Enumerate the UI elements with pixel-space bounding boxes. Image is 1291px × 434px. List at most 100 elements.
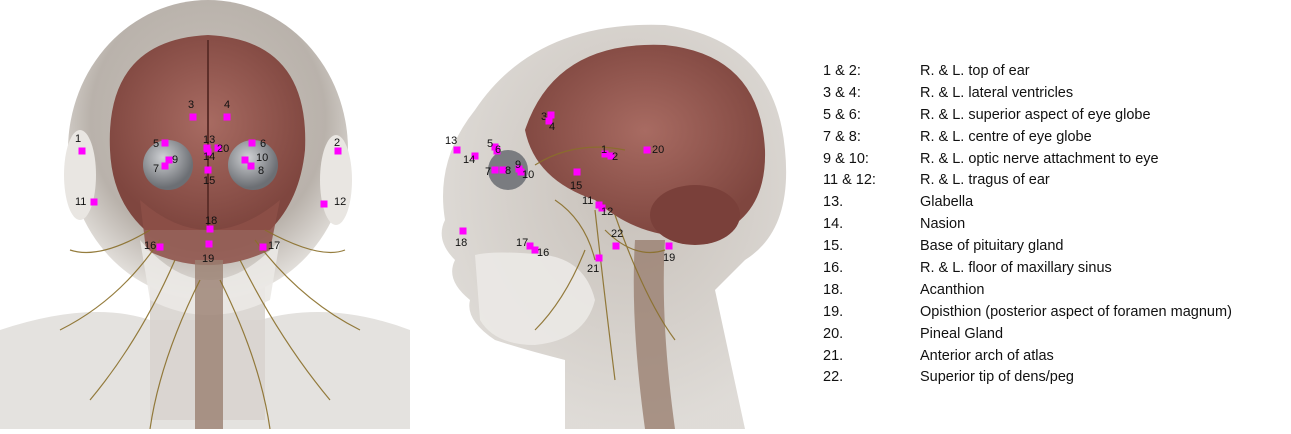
legend-row: 9 & 10:R. & L. optic nerve attachment to… — [823, 148, 1288, 170]
landmark-number: 8 — [505, 165, 511, 177]
legend-number: 11 & 12: — [823, 172, 876, 189]
landmark-number: 4 — [224, 99, 230, 111]
legend-description: R. & L. optic nerve attachment to eye — [920, 150, 1159, 167]
legend-description: Glabella — [920, 194, 974, 211]
legend-number: 1 & 2: — [823, 62, 861, 79]
landmark-number: 21 — [587, 263, 599, 275]
spine — [195, 260, 223, 429]
legend-row: 20. Pineal Gland — [823, 323, 1288, 345]
legend-number: 7 & 8: — [823, 128, 861, 145]
landmark-marker — [247, 162, 255, 170]
legend-number: 13. — [823, 194, 844, 211]
landmark-marker — [491, 166, 499, 174]
landmark-number: 14 — [463, 154, 475, 166]
landmark-number: 16 — [144, 240, 156, 252]
eye-globe — [488, 150, 528, 190]
legend-number: 18. — [823, 281, 844, 298]
landmark-marker — [161, 162, 169, 170]
legend-description: Superior tip of dens/peg — [920, 369, 1074, 386]
right-ear — [64, 130, 96, 220]
landmark-marker — [547, 111, 555, 119]
landmark-number: 16 — [537, 247, 549, 259]
legend-row: 7 & 8: R. & L. centre of eye globe — [823, 126, 1288, 148]
landmark-marker — [531, 246, 539, 254]
jaw — [475, 252, 595, 345]
legend-row: 19.Opisthion (posterior aspect of forame… — [823, 301, 1288, 323]
legend-row: 15. Base of pituitary gland — [823, 235, 1288, 257]
legend-row: 18. Acanthion — [823, 279, 1288, 301]
landmark-number: 1 — [601, 144, 607, 156]
cerebellum — [650, 185, 740, 245]
landmark-number: 9 — [515, 159, 521, 171]
landmark-number: 5 — [487, 138, 493, 150]
landmark-marker — [214, 144, 222, 152]
landmark-number: 15 — [570, 180, 582, 192]
legend-row: 1 & 2: R. & L. top of ear — [823, 60, 1288, 82]
landmark-number: 18 — [205, 215, 217, 227]
legend-number: 5 & 6: — [823, 106, 861, 123]
landmark-marker — [665, 242, 673, 250]
landmark-number: 7 — [485, 166, 491, 178]
landmark-marker — [203, 144, 211, 152]
landmark-number: 2 — [612, 151, 618, 163]
legend-description: Anterior arch of atlas — [920, 347, 1054, 364]
legend-description: Pineal Gland — [920, 325, 1004, 342]
landmark-marker — [598, 204, 606, 212]
nerves — [534, 146, 676, 381]
landmark-marker — [165, 156, 173, 164]
landmark-marker — [90, 198, 98, 206]
landmark-number: 1 — [75, 133, 81, 145]
landmark-marker — [471, 152, 479, 160]
landmark-number: 2 — [334, 137, 340, 149]
legend-description: R. & L. tragus of ear — [920, 172, 1050, 189]
landmark-number: 3 — [188, 99, 194, 111]
landmark-number: 19 — [202, 253, 214, 265]
landmark-number: 12 — [334, 196, 346, 208]
legend-row: 14.Nasion — [823, 213, 1288, 235]
landmark-number: 10 — [522, 169, 534, 181]
landmark-marker — [601, 150, 609, 158]
landmark-number: 13 — [445, 135, 457, 147]
legend-description: Nasion — [920, 216, 966, 233]
legend-row: 21.Anterior arch of atlas — [823, 345, 1288, 367]
landmark-marker — [573, 168, 581, 176]
landmark-number: 3 — [541, 111, 547, 123]
landmark-number: 7 — [153, 163, 159, 175]
legend-description: Opisthion (posterior aspect of foramen m… — [920, 303, 1232, 320]
legend-number: 20. — [823, 325, 844, 342]
landmark-number: 12 — [601, 206, 613, 218]
legend-description: Acanthion — [920, 281, 985, 298]
landmark-marker — [612, 242, 620, 250]
landmark-number: 10 — [256, 152, 268, 164]
landmark-number: 15 — [203, 175, 215, 187]
landmark-marker — [259, 243, 267, 251]
landmark-marker — [526, 242, 534, 250]
legend-description: R. & L. top of ear — [920, 62, 1030, 79]
jaw — [140, 240, 280, 315]
landmark-marker — [205, 240, 213, 248]
landmark-number: 14 — [203, 151, 215, 163]
legend-description: R. & L. centre of eye globe — [920, 128, 1092, 145]
legend-description: Base of pituitary gland — [920, 238, 1064, 255]
legend-number: 15. — [823, 238, 844, 255]
landmark-marker — [206, 225, 214, 233]
landmark-marker — [643, 146, 651, 154]
landmark-marker — [241, 156, 249, 164]
landmark-marker — [595, 254, 603, 262]
legend-number: 16. — [823, 259, 844, 276]
landmark-number: 8 — [258, 165, 264, 177]
landmark-number: 6 — [495, 144, 501, 156]
landmark-marker — [459, 227, 467, 235]
landmark-marker — [223, 113, 231, 121]
legend-row: 11 & 12: R. & L. tragus of ear — [823, 169, 1288, 191]
landmark-number: 6 — [260, 138, 266, 150]
landmark-marker — [204, 166, 212, 174]
landmark-marker — [334, 147, 342, 155]
landmark-marker — [499, 166, 507, 174]
